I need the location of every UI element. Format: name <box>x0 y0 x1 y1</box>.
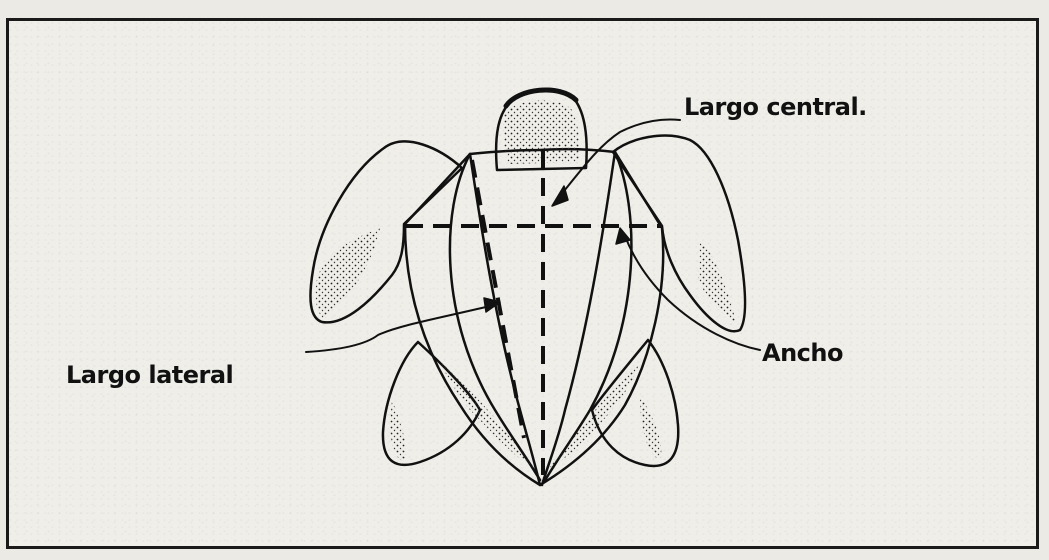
largo-lateral-pointer <box>306 306 490 352</box>
largo-central-arrowhead <box>552 186 568 206</box>
largo-lateral-label: Largo lateral <box>66 361 233 389</box>
largo-lateral-line <box>472 160 524 438</box>
ancho-label: Ancho <box>762 339 843 367</box>
largo-central-label: Largo central. <box>684 93 867 121</box>
